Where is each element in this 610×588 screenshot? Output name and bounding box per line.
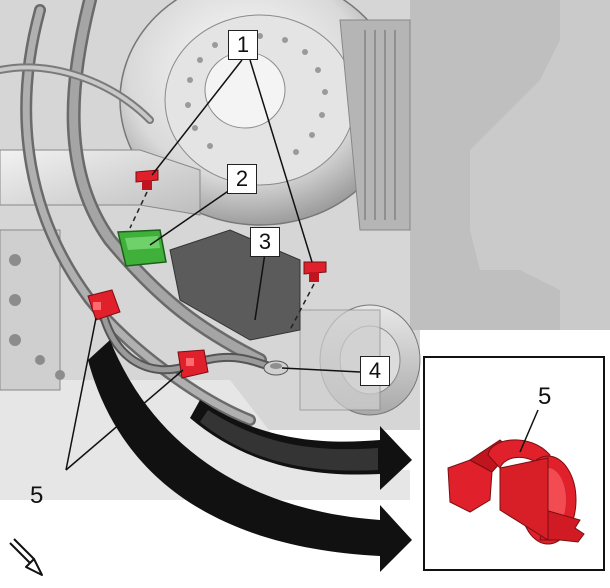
leader-lines	[65, 59, 361, 471]
removal-arrow-lower	[88, 340, 412, 572]
refrigerant-lines	[0, 0, 285, 426]
red-pin-right	[303, 261, 327, 282]
label-5-inset: 5	[538, 383, 552, 410]
bracket-plate	[169, 229, 301, 341]
callout-1: 1	[228, 30, 258, 60]
callout-3: 3	[250, 227, 280, 257]
callout-2: 2	[227, 164, 257, 194]
label-5-main: 5	[30, 482, 44, 509]
red-pin-upper	[135, 169, 159, 190]
removal-arrows	[88, 340, 412, 572]
callout-4: 4	[360, 356, 390, 386]
red-clip-left	[87, 289, 121, 321]
push-clip-detail	[447, 439, 585, 545]
red-clip-center	[177, 349, 209, 379]
green-connector	[117, 229, 167, 267]
front-direction-arrow-icon	[9, 538, 43, 576]
inset-detail-box	[423, 356, 605, 571]
removal-arrow-upper	[190, 400, 412, 490]
